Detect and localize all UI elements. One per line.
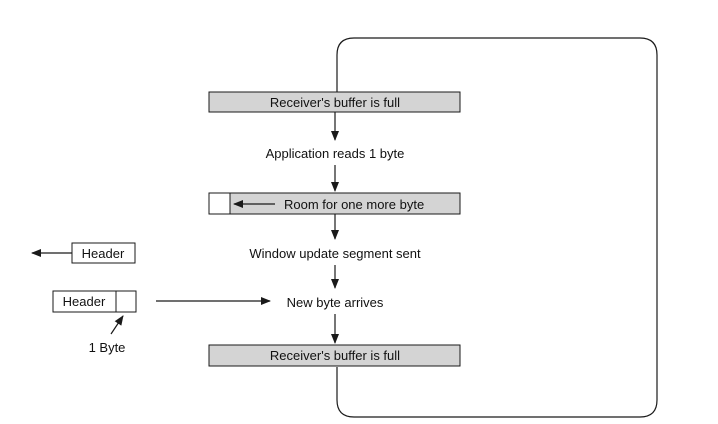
one-byte-box	[115, 290, 137, 313]
room-one-byte-label: Room for one more byte	[284, 197, 424, 212]
window-update-label: Window update segment sent	[249, 246, 421, 261]
room-one-byte-box	[229, 192, 461, 215]
app-reads-label: Application reads 1 byte	[266, 146, 405, 161]
buffer-full-bottom-label: Receiver's buffer is full	[270, 348, 400, 363]
loop-path	[336, 37, 658, 418]
new-byte-label: New byte arrives	[287, 295, 384, 310]
buffer-full-bottom-box	[208, 344, 461, 367]
empty-byte-slot	[208, 192, 231, 215]
buffer-full-top-label: Receiver's buffer is full	[270, 95, 400, 110]
outgoing-header-label: Header	[82, 246, 125, 261]
one-byte-pointer	[110, 315, 124, 335]
incoming-header-label: Header	[63, 294, 106, 309]
one-byte-label: 1 Byte	[89, 340, 126, 355]
